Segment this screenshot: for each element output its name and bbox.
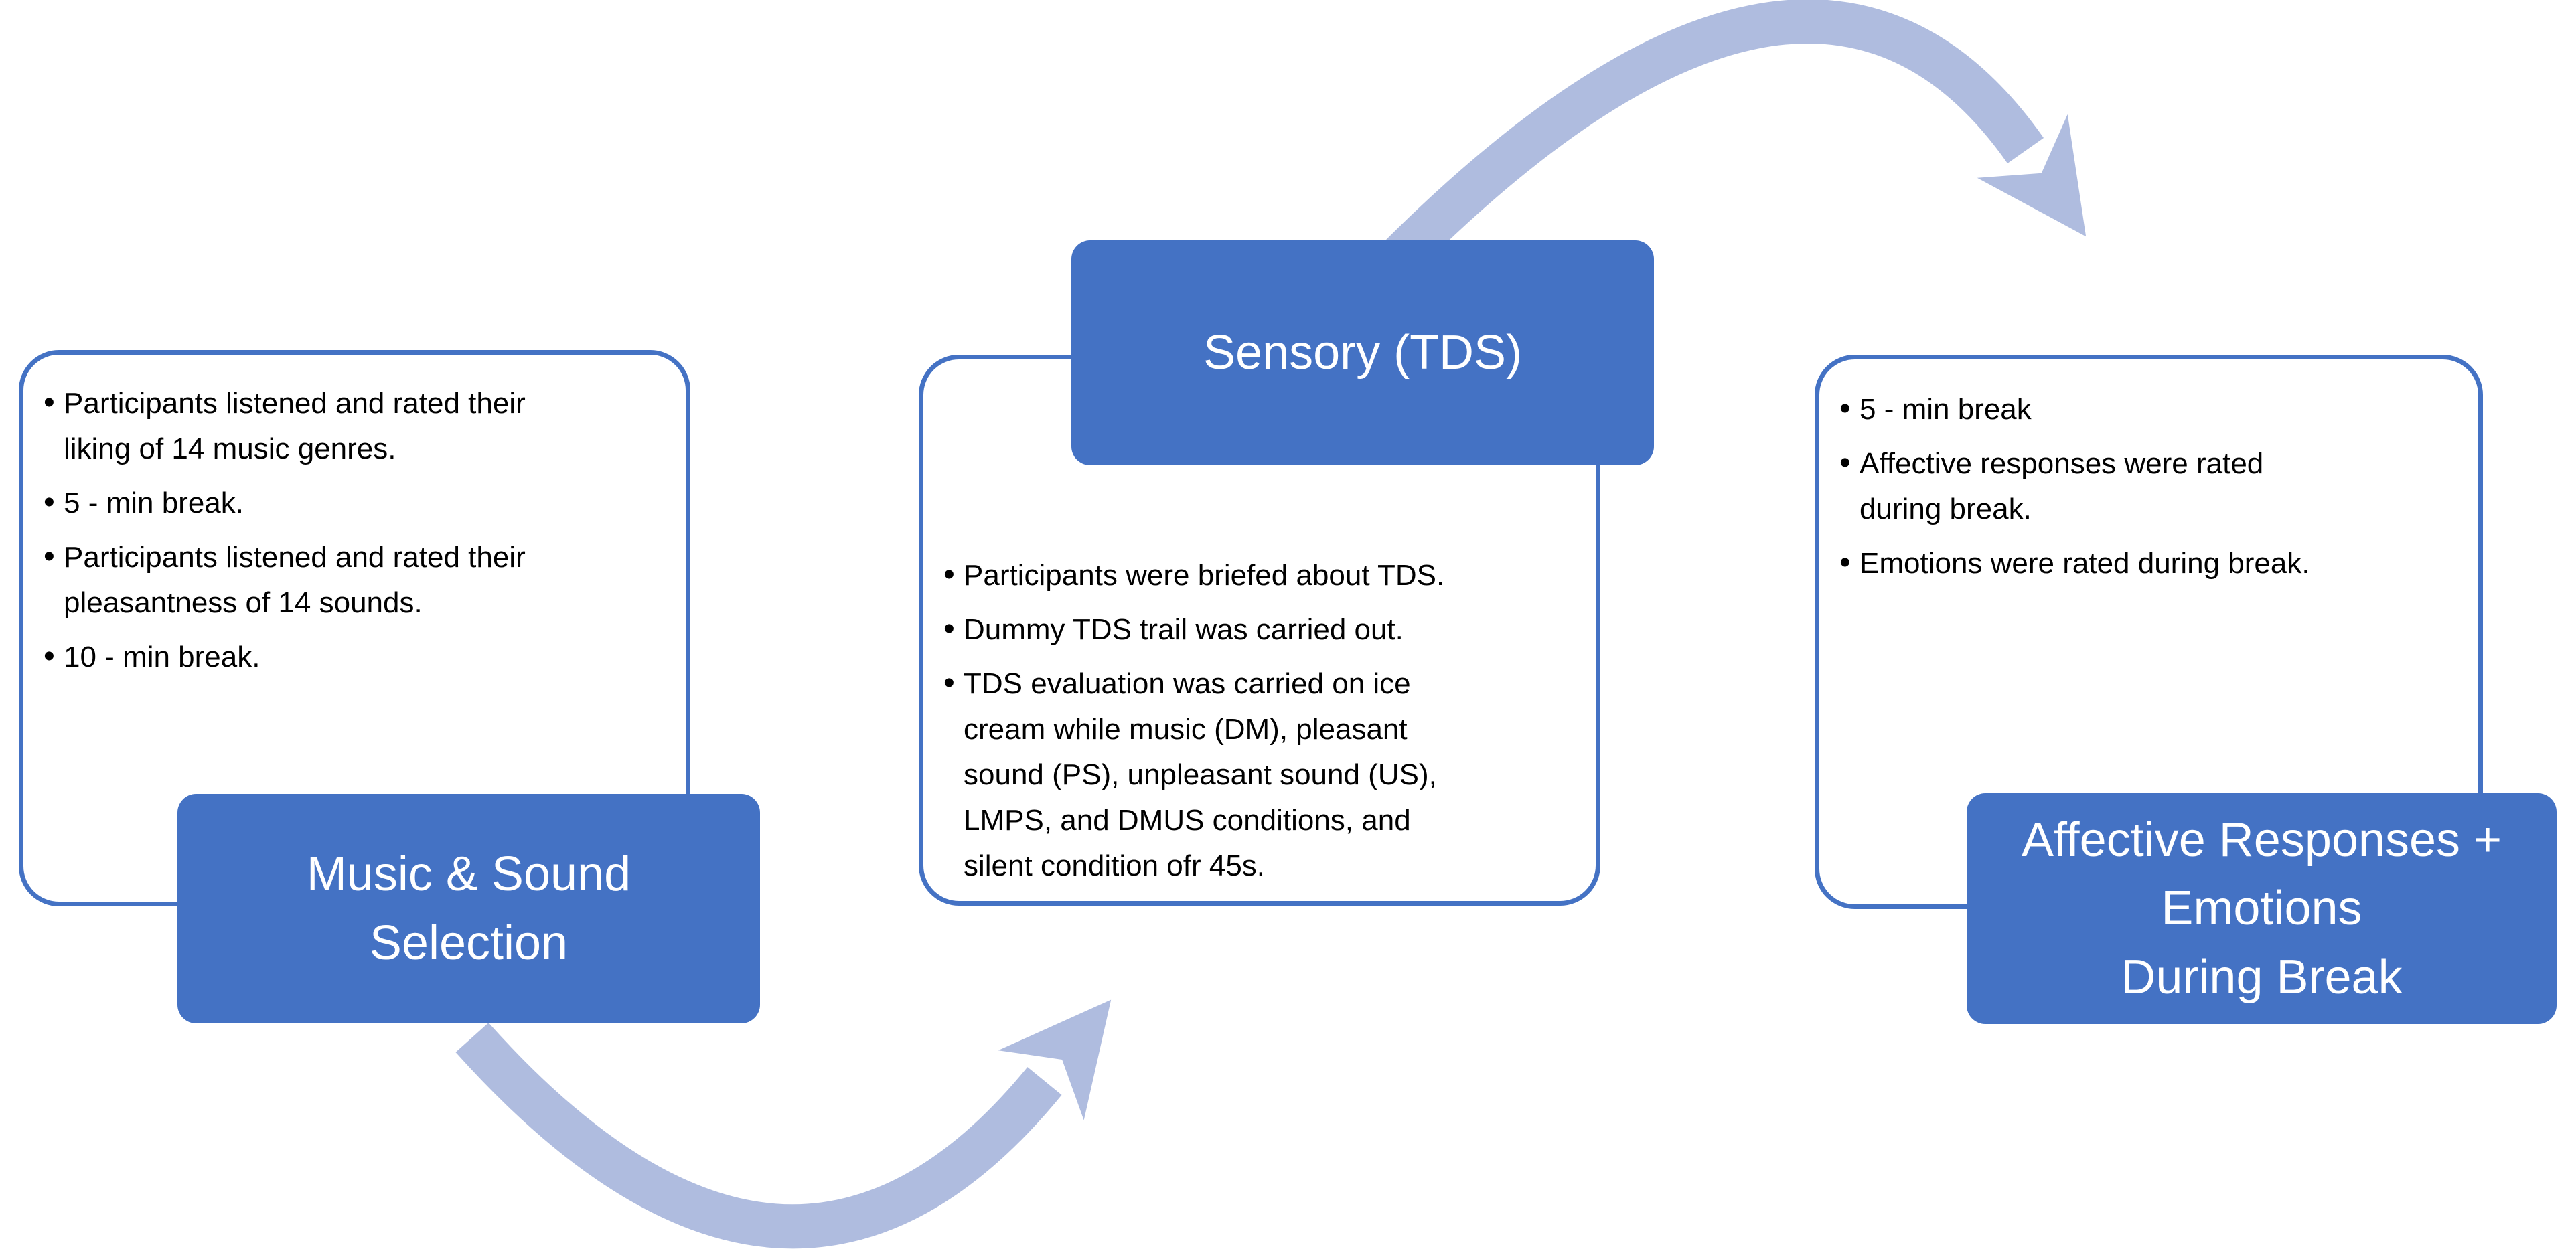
bullet-text: Participants listened and rated their li… — [64, 387, 526, 465]
bullet-marker: • — [943, 557, 955, 592]
title-text: Affective Responses + Emotions During Br… — [2021, 813, 2502, 1004]
title-text: Music & Sound Selection — [306, 847, 631, 970]
bullet-text: 10 - min break. — [64, 641, 260, 673]
list-item: • 5 - min break — [1839, 386, 2468, 432]
panel-affective-responses: •5 - min break •Affective responses were… — [1815, 355, 2483, 909]
curved-arrow-step2-to-step3-icon — [1363, 0, 2087, 294]
title-text: Sensory (TDS) — [1203, 325, 1523, 380]
list-item: • 5 - min break. — [44, 480, 675, 526]
title-box-affective-responses: Affective Responses + Emotions During Br… — [1967, 793, 2557, 1024]
bullet-text: Emotions were rated during break. — [1860, 547, 2310, 580]
list-item: •Affective responses were rated during b… — [1839, 440, 2468, 532]
bullet-marker: • — [44, 539, 55, 574]
list-item: •TDS evaluation was carried on ice cream… — [943, 661, 1585, 889]
bullet-text: Participants were briefed about TDS. — [964, 559, 1445, 592]
list-item: • Participants listened and rated their p… — [44, 534, 675, 626]
list-item: • Emotions were rated during break. — [1839, 540, 2468, 586]
bullet-text: Participants listened and rated their pl… — [64, 541, 526, 619]
bullet-text: TDS evaluation was carried on ice cream … — [964, 667, 1437, 882]
bullet-marker: • — [44, 639, 55, 674]
list-item: • 10 - min break. — [44, 634, 675, 680]
bullet-text: Affective responses were rated during br… — [1860, 447, 2264, 525]
bullet-marker: • — [1839, 545, 1851, 580]
bullet-list-sensory-tds: • Participants were briefed about TDS. • D… — [943, 552, 1585, 897]
bullet-list-affective-responses: •5 - min break •Affective responses were… — [1839, 386, 2468, 594]
list-item: • Participants were briefed about TDS. — [943, 552, 1585, 598]
bullet-marker: • — [44, 385, 55, 420]
list-item: • Dummy TDS trail was carried out. — [943, 606, 1585, 653]
bullet-marker: • — [943, 665, 955, 701]
bullet-list-music-sound: • Participants listened and rated their l… — [44, 380, 675, 688]
bullet-text: 5 - min break. — [64, 487, 244, 519]
title-box-sensory-tds: Sensory (TDS) — [1071, 240, 1654, 465]
bullet-marker: • — [943, 611, 955, 647]
title-box-music-sound-selection: Music & Sound Selection — [177, 794, 760, 1023]
bullet-marker: • — [1839, 445, 1851, 481]
list-item: • Participants listened and rated their l… — [44, 380, 675, 472]
bullet-marker: • — [44, 485, 55, 520]
bullet-text: 5 - min break — [1860, 393, 2032, 426]
bullet-text: Dummy TDS trail was carried out. — [964, 613, 1404, 646]
bullet-marker: • — [1839, 391, 1851, 426]
curved-arrow-step1-to-step2-icon — [455, 999, 1112, 1249]
